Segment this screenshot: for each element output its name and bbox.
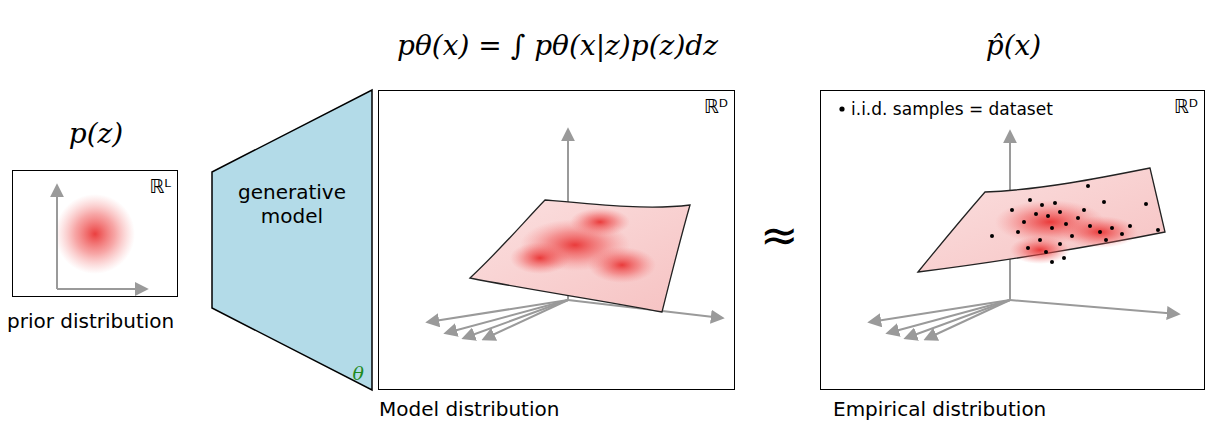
legend-note: i.i.d. samples = dataset xyxy=(851,99,1053,119)
sample-dot xyxy=(1016,230,1020,234)
sample-dot xyxy=(1026,246,1030,250)
density-blob xyxy=(1010,236,1070,264)
sample-dot xyxy=(1082,208,1086,212)
sample-dot xyxy=(1156,228,1160,232)
density-surface xyxy=(918,168,1165,272)
sample-dot xyxy=(1053,201,1057,205)
model-label: generative model xyxy=(228,180,356,228)
sample-dot xyxy=(1058,242,1062,246)
sample-dot xyxy=(1102,200,1106,204)
sample-dot xyxy=(1076,216,1080,220)
sample-dot xyxy=(1050,260,1054,264)
bullet-dot xyxy=(839,106,844,111)
sample-dot xyxy=(1028,198,1032,202)
sample-dot xyxy=(1044,250,1048,254)
caption-text: Empirical distribution xyxy=(833,397,1046,421)
space-label: ℝᴰ xyxy=(1174,95,1198,117)
axis-arrow xyxy=(906,300,1010,338)
density-blob xyxy=(588,247,656,283)
prior-formula: p(z) xyxy=(13,117,179,150)
sample-dot xyxy=(1062,256,1066,260)
density-blob xyxy=(510,242,570,274)
axis-arrow xyxy=(464,300,568,338)
empirical-plot xyxy=(839,106,1178,339)
sample-dot xyxy=(1120,232,1124,236)
empirical-box: p̂(x)i.i.d. samples = datasetℝᴰEmpirical… xyxy=(820,90,1205,390)
sample-dot xyxy=(1010,208,1014,212)
sample-dot xyxy=(1050,226,1054,230)
sample-dot xyxy=(1098,230,1102,234)
prior-box: p(z)ℝᴸprior distribution xyxy=(12,170,178,297)
sample-dot xyxy=(1144,202,1148,206)
sample-dot xyxy=(1038,238,1042,242)
sample-dot xyxy=(1086,184,1090,188)
generative-model: generative model θ xyxy=(212,90,372,390)
axis-arrow xyxy=(926,300,1010,339)
sample-dot xyxy=(1022,220,1026,224)
approx-symbol: ≈ xyxy=(760,208,799,262)
axis-arrow xyxy=(56,186,58,289)
caption-text: Model distribution xyxy=(379,397,559,421)
sample-dot xyxy=(1128,224,1132,228)
axis-arrow xyxy=(484,300,568,339)
empirical-formula: p̂(x) xyxy=(821,29,1206,62)
sample-dot xyxy=(1040,203,1044,207)
caption-text: prior distribution xyxy=(7,309,174,333)
space-label: ℝᴸ xyxy=(149,175,171,197)
sample-dot xyxy=(1110,226,1114,230)
sample-dot xyxy=(1104,238,1108,242)
sample-dot xyxy=(1088,224,1092,228)
density-surface xyxy=(470,200,690,312)
model-box: pθ(x) = ∫ pθ(x|z)p(z)dzℝᴰModel distribut… xyxy=(378,90,735,390)
axis-arrow xyxy=(1010,300,1178,314)
sample-dot xyxy=(1046,214,1050,218)
sample-dot xyxy=(990,234,994,238)
axis-arrow xyxy=(57,288,146,290)
sample-dot xyxy=(1070,234,1074,238)
sample-dot xyxy=(1058,210,1062,214)
model-formula: pθ(x) = ∫ pθ(x|z)p(z)dz xyxy=(359,29,756,62)
trapezoid-shape xyxy=(212,90,372,390)
prior-plot xyxy=(55,186,146,289)
model-plot xyxy=(428,130,722,339)
density-blob xyxy=(1062,216,1138,248)
gaussian-blob xyxy=(55,194,135,274)
sample-dot xyxy=(1064,222,1068,226)
density-blob xyxy=(570,208,630,236)
sample-dots xyxy=(990,184,1160,264)
parameter-symbol: θ xyxy=(353,362,364,384)
sample-dot xyxy=(1034,212,1038,216)
trapezoid-outline xyxy=(212,90,372,390)
space-label: ℝᴰ xyxy=(704,95,728,117)
